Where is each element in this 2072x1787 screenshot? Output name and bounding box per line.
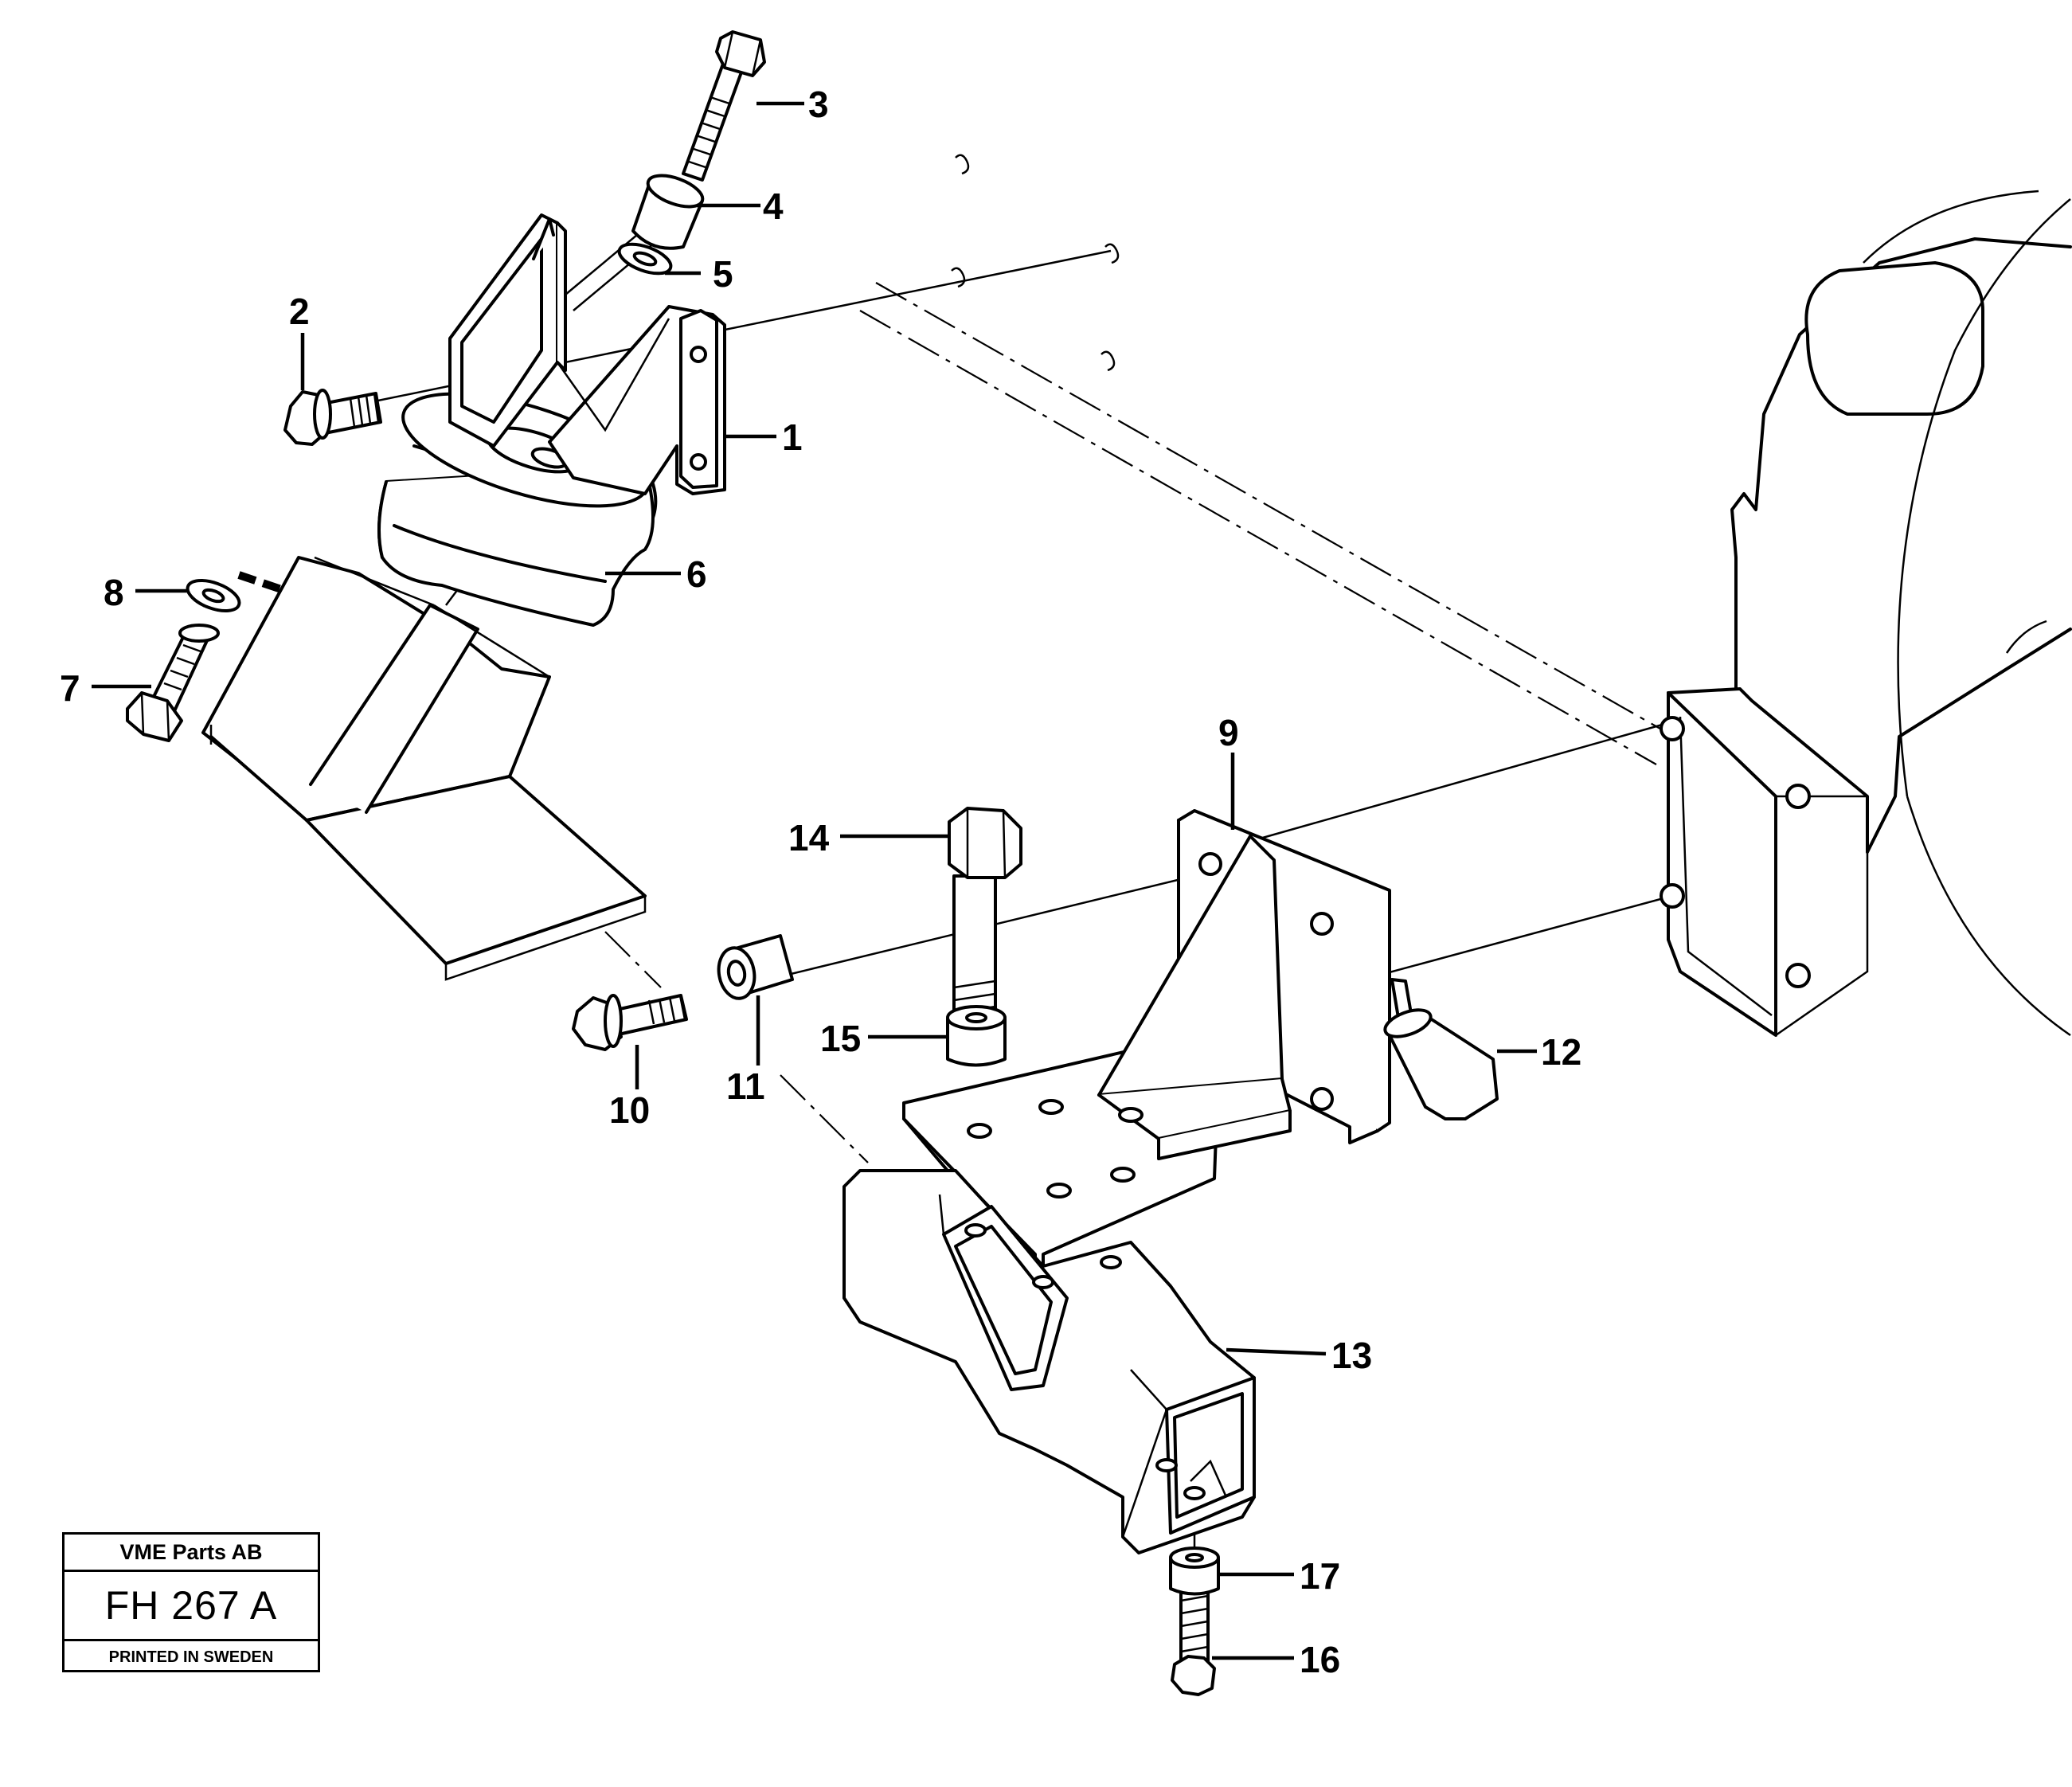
part-11-sleeve — [717, 934, 794, 1000]
part-7-bolt — [126, 624, 220, 742]
callout-9: 9 — [1218, 712, 1239, 753]
part-10-flange-bolt — [572, 994, 688, 1051]
callout-3: 3 — [808, 84, 829, 125]
callout-8: 8 — [104, 572, 124, 613]
part-15-nut — [946, 1005, 1007, 1067]
callout-15: 15 — [820, 1018, 861, 1059]
part-2-flange-bolt — [283, 389, 382, 446]
leader-lines — [92, 101, 1537, 1660]
callout-13: 13 — [1331, 1335, 1372, 1376]
callout-17: 17 — [1300, 1555, 1340, 1597]
part-1-bracket — [448, 213, 726, 495]
clip-rings — [951, 154, 1120, 372]
part-6-rubber-mount — [377, 392, 658, 627]
title-block: VME Parts AB FH 267 A PRINTED IN SWEDEN — [62, 1532, 320, 1672]
printed-note: PRINTED IN SWEDEN — [108, 1648, 274, 1666]
company-name: VME Parts AB — [65, 1535, 318, 1572]
callout-10: 10 — [609, 1089, 650, 1131]
drawing-code: FH 267 A — [65, 1572, 318, 1641]
part-13-frame-bracket — [842, 1169, 1256, 1554]
part-4-spacer — [631, 174, 705, 250]
part-12-bottle — [1383, 978, 1499, 1120]
part-17-nut — [1169, 1547, 1220, 1596]
part-16-bolt — [1171, 1583, 1216, 1696]
callout-1: 1 — [782, 416, 803, 458]
part-5-washer — [617, 242, 673, 276]
callout-16: 16 — [1300, 1639, 1340, 1680]
callout-labels: 3 4 5 2 1 6 8 7 9 14 15 12 11 10 13 17 1… — [60, 84, 1581, 1680]
callout-6: 6 — [686, 553, 707, 595]
callout-12: 12 — [1541, 1031, 1581, 1073]
part-3-bolt — [682, 30, 766, 182]
callout-11: 11 — [726, 1066, 765, 1107]
part-9-bracket — [902, 809, 1391, 1276]
part-8-washer — [186, 578, 241, 613]
frame-member-left — [201, 556, 647, 981]
callout-4: 4 — [763, 186, 784, 227]
callout-7: 7 — [60, 667, 80, 709]
callout-14: 14 — [788, 817, 830, 858]
callout-2: 2 — [289, 291, 310, 332]
callout-5: 5 — [713, 253, 733, 295]
transmission-housing — [1660, 190, 2072, 1037]
